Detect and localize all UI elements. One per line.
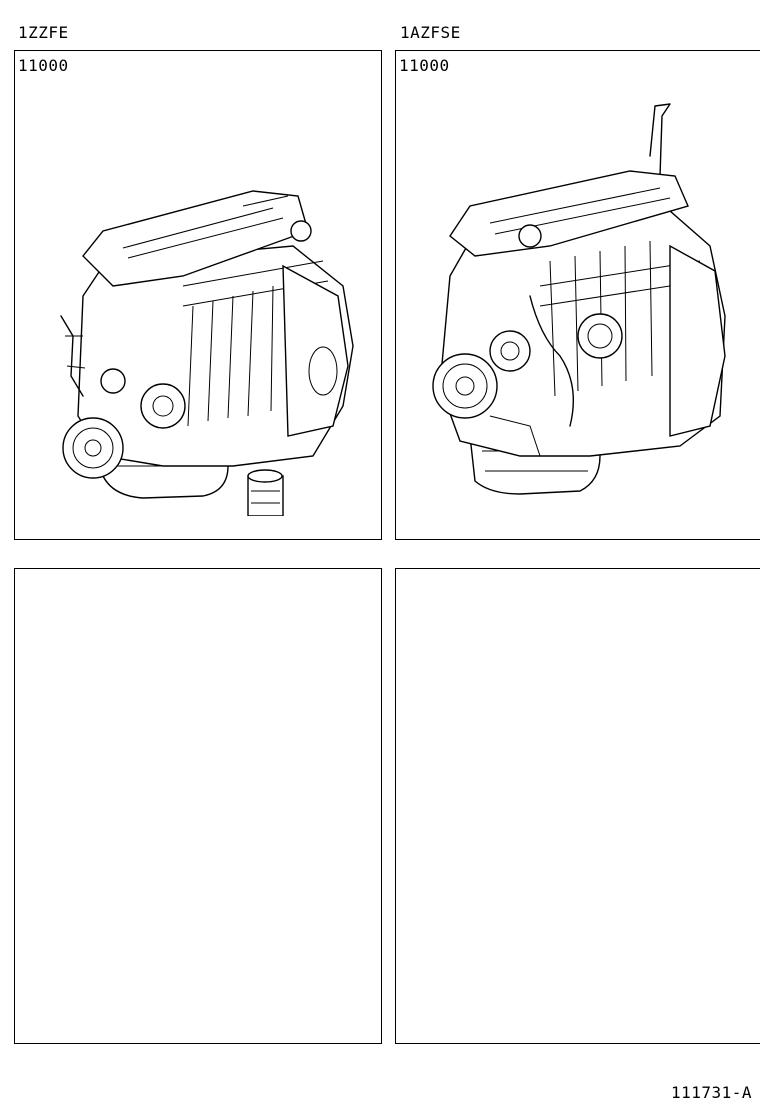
engine-model-label-2: 1AZFSE — [400, 23, 461, 42]
engine-1azfse-icon — [432, 103, 726, 495]
part-panel-1zzfe[interactable]: 11000 — [14, 50, 382, 540]
empty-panel-3 — [14, 568, 382, 1044]
engine-model-label-1: 1ZZFE — [18, 23, 69, 42]
engine-1zzfe-icon — [60, 190, 354, 516]
part-panel-1azfse[interactable]: 11000 — [395, 50, 760, 540]
empty-panel-4 — [395, 568, 760, 1044]
part-code-2: 11000 — [399, 56, 450, 75]
figure-id: 111731-A — [670, 1083, 752, 1102]
part-code-1: 11000 — [18, 56, 69, 75]
